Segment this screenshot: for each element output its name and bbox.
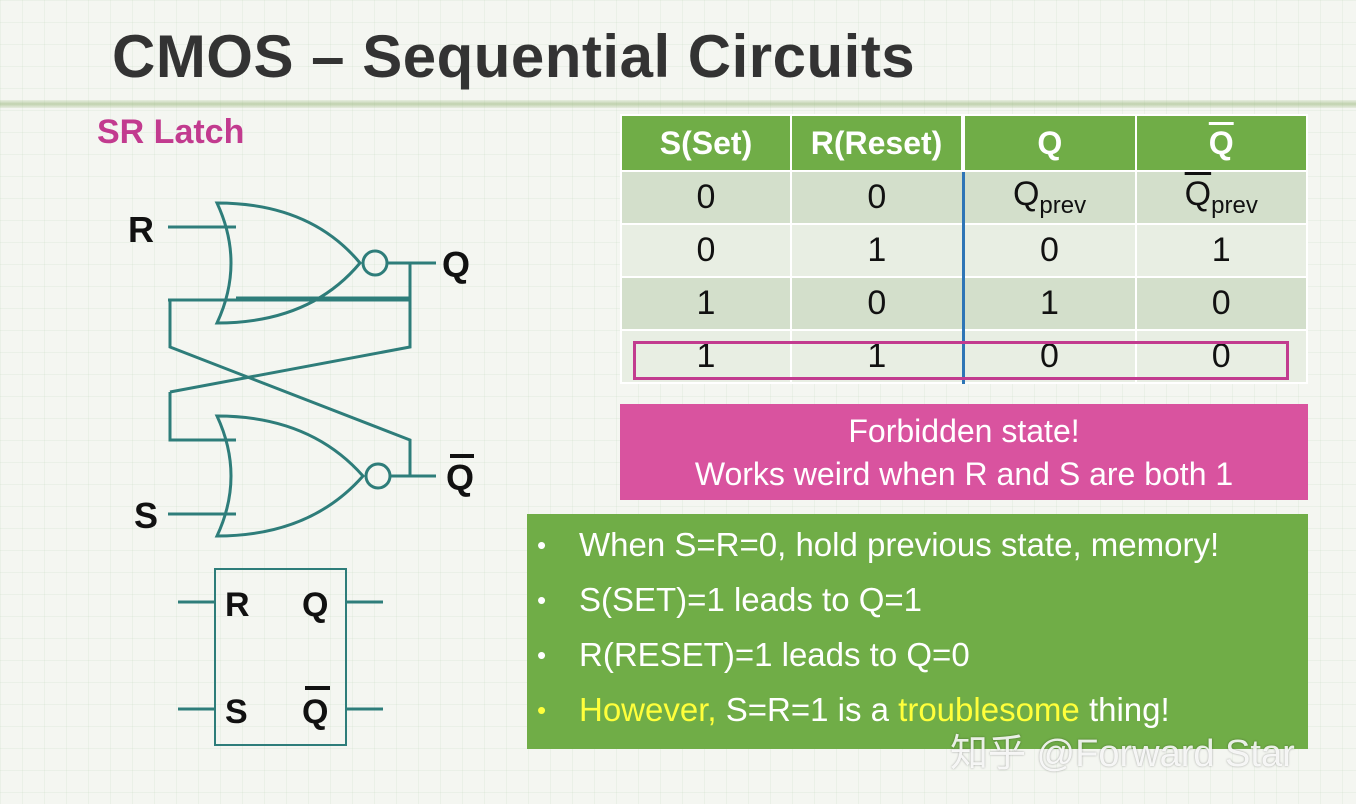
nor-gate-upper <box>214 201 362 325</box>
qbar-prev-subscript: prev <box>1211 191 1258 219</box>
callout-line-2: Works weird when R and S are both 1 <box>694 456 1234 492</box>
cell-qbar: 0 <box>1134 329 1308 384</box>
section-label: SR Latch <box>97 113 245 151</box>
q-prev-symbol: Q <box>1012 175 1040 214</box>
q-prev-subscript: prev <box>1039 191 1087 219</box>
cell-r: 0 <box>790 276 965 331</box>
sr-latch-block <box>214 568 347 746</box>
note-highlight-however: However, <box>579 691 717 728</box>
truth-table: S(Set) R(Reset) Q Q 0 0 Qprev Qprev 0 1 … <box>619 114 1308 384</box>
cell-qbar: 0 <box>1134 276 1308 331</box>
nor-gate-lower <box>214 414 366 538</box>
wire-cross-lower <box>169 300 412 394</box>
note-highlight-troublesome: troublesome <box>898 691 1080 728</box>
col-header-q: Q <box>962 114 1137 172</box>
table-row: 1 0 1 0 <box>619 276 1308 331</box>
callout-line-1: Forbidden state! <box>848 413 1080 449</box>
title-rule <box>0 100 1356 108</box>
note-text: S=R=1 is a <box>716 691 899 728</box>
list-item: S(SET)=1 leads to Q=1 <box>527 575 1308 630</box>
cell-q: 1 <box>962 276 1137 331</box>
list-item: When S=R=0, hold previous state, memory! <box>527 520 1308 575</box>
cell-q: Qprev <box>962 170 1137 225</box>
block-label-qbar: Q <box>302 693 328 731</box>
cell-qbar: Qprev <box>1134 170 1308 225</box>
inversion-bubble-lower <box>364 462 392 490</box>
list-item: R(RESET)=1 leads to Q=0 <box>527 630 1308 685</box>
block-label-r: R <box>225 586 250 624</box>
wire-cross-upper-input <box>168 392 236 442</box>
label-s-input: S <box>134 495 158 536</box>
cell-q: 0 <box>962 329 1137 384</box>
col-header-r: R(Reset) <box>790 114 966 172</box>
truth-table-header-row: S(Set) R(Reset) Q Q <box>619 114 1308 172</box>
wire-feedback-q <box>168 263 412 476</box>
list-item: However, S=R=1 is a troublesome thing! <box>527 685 1308 740</box>
qbar-header-text: Q <box>1208 124 1234 161</box>
cell-s: 0 <box>619 170 793 225</box>
sr-latch-diagram: R S Q Q R S Q Q <box>128 201 474 746</box>
col-header-s: S(Set) <box>619 114 793 172</box>
table-row: 0 0 Qprev Qprev <box>619 170 1308 225</box>
table-row: 0 1 0 1 <box>619 223 1308 278</box>
block-label-s: S <box>225 693 248 731</box>
cell-r: 1 <box>790 329 965 384</box>
forbidden-state-callout: Forbidden state! Works weird when R and … <box>620 404 1308 500</box>
cell-r: 0 <box>790 170 965 225</box>
col-header-qbar: Q <box>1134 114 1308 172</box>
cell-q: 0 <box>962 223 1137 278</box>
label-qbar-output: Q <box>446 457 474 498</box>
notes-list: When S=R=0, hold previous state, memory!… <box>527 520 1308 740</box>
table-row-forbidden: 1 1 0 0 <box>619 329 1308 384</box>
cell-r: 1 <box>790 223 965 278</box>
cell-qbar: 1 <box>1134 223 1308 278</box>
note-text-end: thing! <box>1079 691 1170 728</box>
inversion-bubble-upper <box>361 249 389 277</box>
cell-s: 0 <box>619 223 793 278</box>
watermark: 知乎 @Forward Star <box>950 733 1295 775</box>
label-r-input: R <box>128 209 154 250</box>
label-q-output: Q <box>442 244 470 285</box>
cell-s: 1 <box>619 329 793 384</box>
cell-s: 1 <box>619 276 793 331</box>
slide-title: CMOS – Sequential Circuits <box>112 23 916 90</box>
block-label-q: Q <box>302 586 328 624</box>
qbar-prev-symbol: Q <box>1184 175 1212 214</box>
notes-panel: When S=R=0, hold previous state, memory!… <box>527 514 1308 749</box>
